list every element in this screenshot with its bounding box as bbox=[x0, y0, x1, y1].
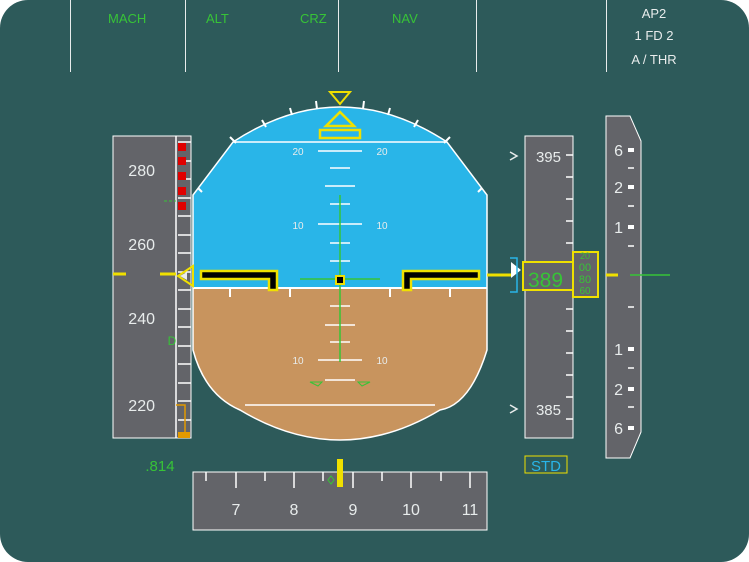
flight-director-status: 1 FD 2 bbox=[634, 28, 674, 43]
altitude-tape-ticks bbox=[566, 154, 573, 420]
pitch-label: 20 bbox=[376, 147, 388, 158]
green-dot-speed: D bbox=[168, 334, 177, 348]
fma-divider bbox=[185, 0, 186, 72]
speed-label: 260 bbox=[128, 237, 155, 254]
selected-speed-marker bbox=[180, 272, 187, 280]
vertical-speed-ticks bbox=[628, 148, 634, 430]
altitude-roll-digit: 60 bbox=[579, 286, 591, 297]
fma-lateral-mode: NAV bbox=[392, 11, 418, 26]
pitch-label: 10 bbox=[292, 221, 304, 232]
heading-tape-ticks bbox=[205, 472, 471, 488]
heading-label: 11 bbox=[462, 502, 479, 519]
altitude-label: 395 bbox=[536, 149, 561, 166]
overspeed-barber-pole bbox=[178, 143, 186, 210]
speed-label: 240 bbox=[128, 311, 155, 328]
horizon-heading-ticks bbox=[229, 288, 451, 297]
roll-index-pointer bbox=[327, 91, 353, 106]
attitude-border bbox=[192, 106, 488, 441]
baro-setting-box bbox=[524, 455, 568, 474]
autothrust-status: A / THR bbox=[631, 52, 677, 67]
alpha-protection-marker bbox=[178, 432, 190, 438]
vertical-speed-minor-ticks bbox=[628, 167, 634, 408]
heading-label: 7 bbox=[232, 502, 241, 519]
speed-index-triangle bbox=[176, 264, 194, 288]
fma-divider bbox=[70, 0, 71, 72]
heading-label: 9 bbox=[349, 502, 358, 519]
altitude-roll-digit: 20 bbox=[580, 251, 590, 261]
slip-indicator bbox=[318, 128, 362, 140]
speed-trend-arrow bbox=[176, 404, 186, 436]
bank-pointer bbox=[322, 110, 358, 128]
vs-label: 6 bbox=[614, 143, 623, 160]
baro-setting: STD bbox=[531, 458, 561, 475]
fma-vertical-mode: ALT bbox=[206, 11, 229, 26]
fma-divider bbox=[606, 0, 607, 72]
vs-label: 1 bbox=[614, 220, 623, 237]
flight-path-vector-symbol bbox=[309, 381, 371, 387]
altitude-readout-box bbox=[522, 251, 599, 298]
vs-label: 2 bbox=[614, 382, 623, 399]
fma-phase-mode: CRZ bbox=[300, 11, 327, 26]
vs-label: 1 bbox=[614, 342, 623, 359]
altitude-roll-digit: 80 bbox=[579, 274, 591, 286]
altitude-current-value: 389 bbox=[528, 269, 563, 292]
heading-reference-marker bbox=[337, 459, 343, 487]
mach-number: .814 bbox=[145, 458, 174, 475]
speed-tape bbox=[112, 135, 192, 439]
altitude-roll-digit: 00 bbox=[579, 262, 591, 274]
track-diamond bbox=[327, 475, 335, 485]
vs-label: 6 bbox=[614, 421, 623, 438]
altitude-label: 385 bbox=[536, 402, 561, 419]
altitude-target-bracket bbox=[510, 257, 518, 293]
speed-label: 280 bbox=[128, 163, 155, 180]
fma-divider bbox=[476, 0, 477, 72]
vertical-speed-scale bbox=[605, 115, 642, 459]
heading-label: 8 bbox=[290, 502, 299, 519]
vs-label: 2 bbox=[614, 180, 623, 197]
pitch-label: 10 bbox=[292, 356, 304, 367]
fma-divider bbox=[338, 0, 339, 72]
pitch-label: 10 bbox=[376, 356, 388, 367]
pitch-label: 10 bbox=[376, 221, 388, 232]
altitude-marker-chevron bbox=[509, 404, 519, 414]
autopilot-status: AP2 bbox=[641, 6, 667, 21]
heading-label: 10 bbox=[402, 502, 420, 519]
speed-label: 220 bbox=[128, 398, 155, 415]
altitude-marker-chevron bbox=[509, 151, 519, 161]
aircraft-symbol bbox=[199, 269, 481, 292]
pitch-label: 20 bbox=[292, 147, 304, 158]
fma-speed-mode: MACH bbox=[108, 11, 147, 26]
altitude-reference-pointer bbox=[511, 262, 521, 278]
roll-scale bbox=[197, 100, 483, 193]
